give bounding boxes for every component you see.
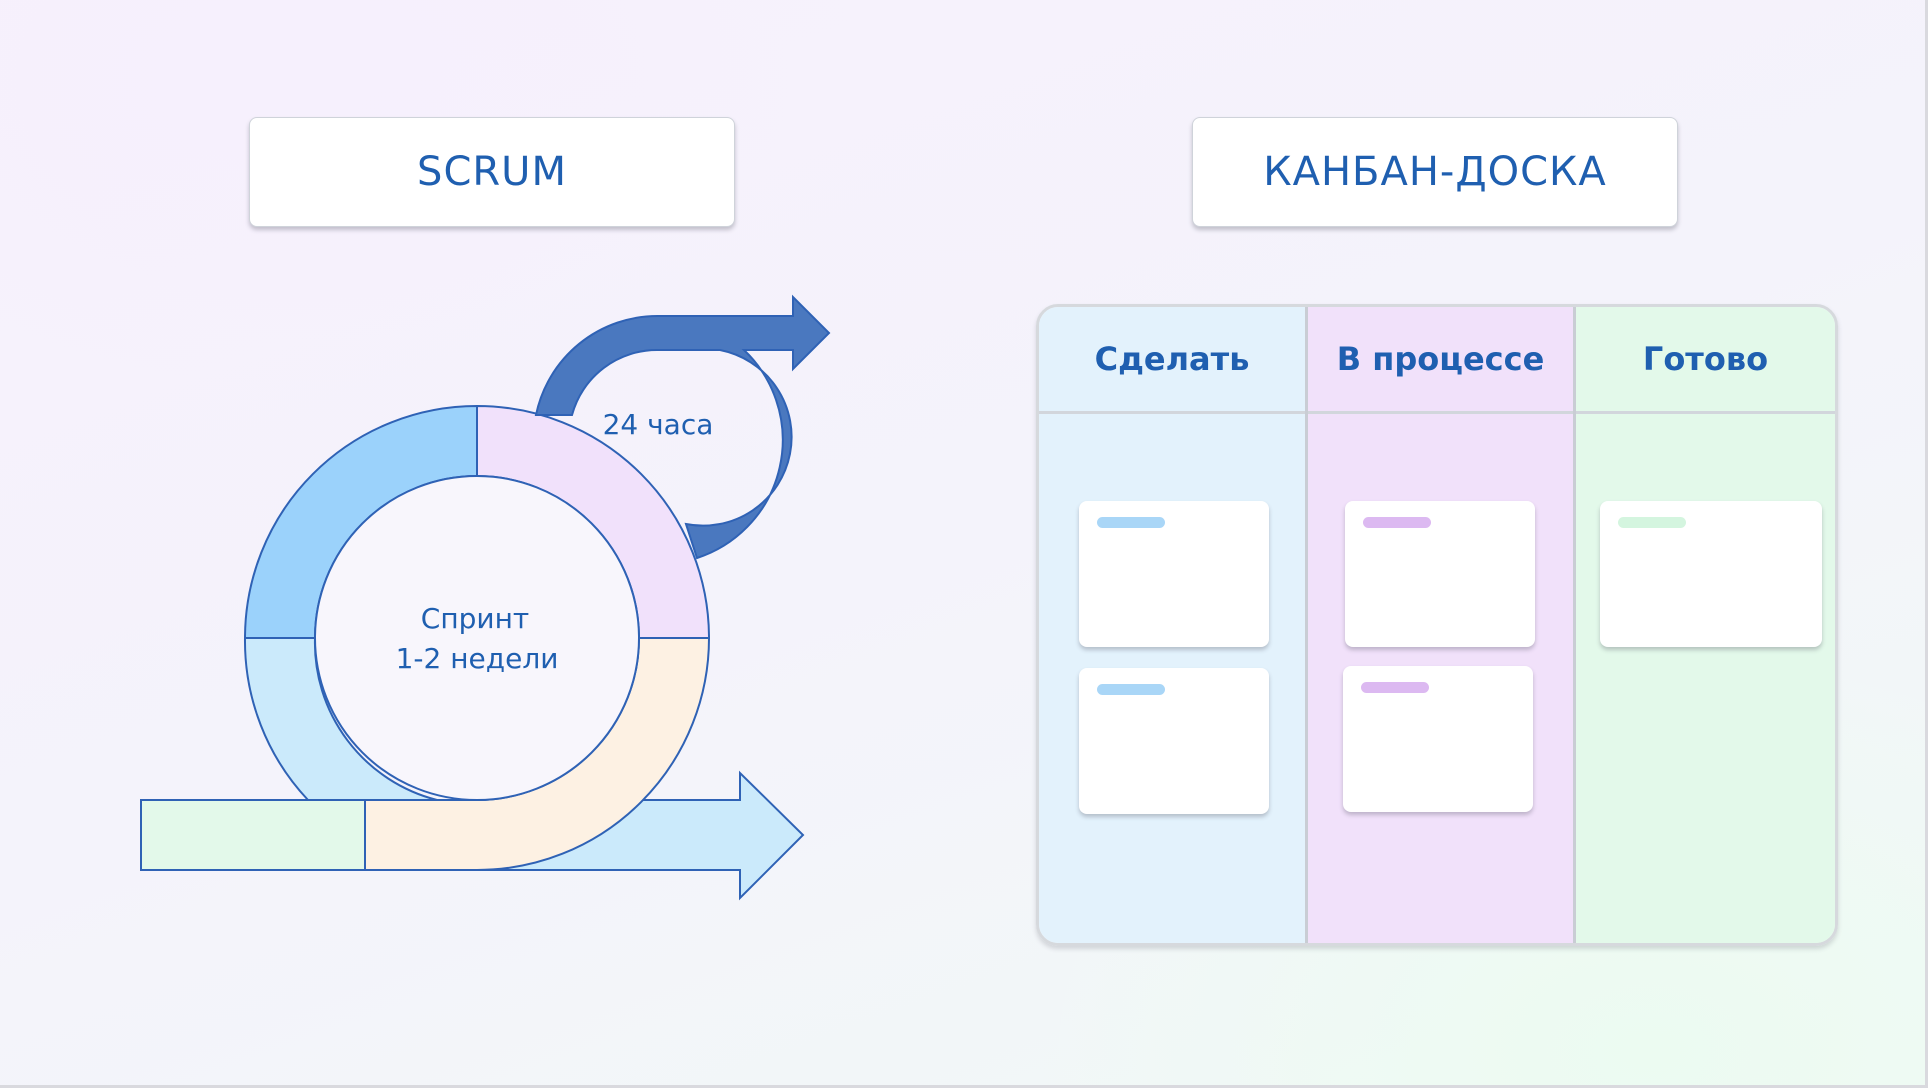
kanban-title: КАНБАН-ДОСКА (1263, 149, 1607, 195)
kanban-card[interactable] (1343, 666, 1533, 812)
kanban-column-in-progress: В процессе (1305, 307, 1573, 943)
kanban-column-done: Готово (1573, 307, 1835, 943)
ring-segment-light-blue (243, 637, 438, 801)
card-tag (1097, 684, 1165, 695)
card-tag (1361, 682, 1429, 693)
kanban-title-box: КАНБАН-ДОСКА (1192, 117, 1678, 227)
kanban-card[interactable] (1079, 668, 1269, 814)
column-header-in-progress: В процессе (1308, 307, 1573, 414)
card-tag (1097, 517, 1165, 528)
column-title-done: Готово (1642, 340, 1769, 378)
daily-label: 24 часа (603, 408, 714, 441)
daily-loop-arrow (534, 294, 831, 560)
column-title-in-progress: В процессе (1336, 340, 1545, 378)
kanban-board: Сделать В процессе Готово (1036, 304, 1838, 946)
column-title-todo: Сделать (1094, 340, 1250, 378)
column-header-done: Готово (1576, 307, 1835, 414)
kanban-column-todo: Сделать (1039, 307, 1305, 943)
kanban-card[interactable] (1600, 501, 1822, 647)
backlog-block (140, 799, 366, 871)
sprint-label-line1: Спринт (421, 602, 529, 635)
kanban-card[interactable] (1345, 501, 1535, 647)
kanban-card[interactable] (1079, 501, 1269, 647)
sprint-label-line2: 1-2 недели (396, 642, 559, 675)
scrum-cycle-diagram: 24 часа Спринт 1-2 недели (140, 294, 831, 901)
scrum-title-box: SCRUM (249, 117, 735, 227)
card-tag (1618, 517, 1686, 528)
scrum-title: SCRUM (417, 149, 567, 195)
sprint-circle (314, 475, 640, 801)
column-header-todo: Сделать (1039, 307, 1305, 414)
card-tag (1363, 517, 1431, 528)
